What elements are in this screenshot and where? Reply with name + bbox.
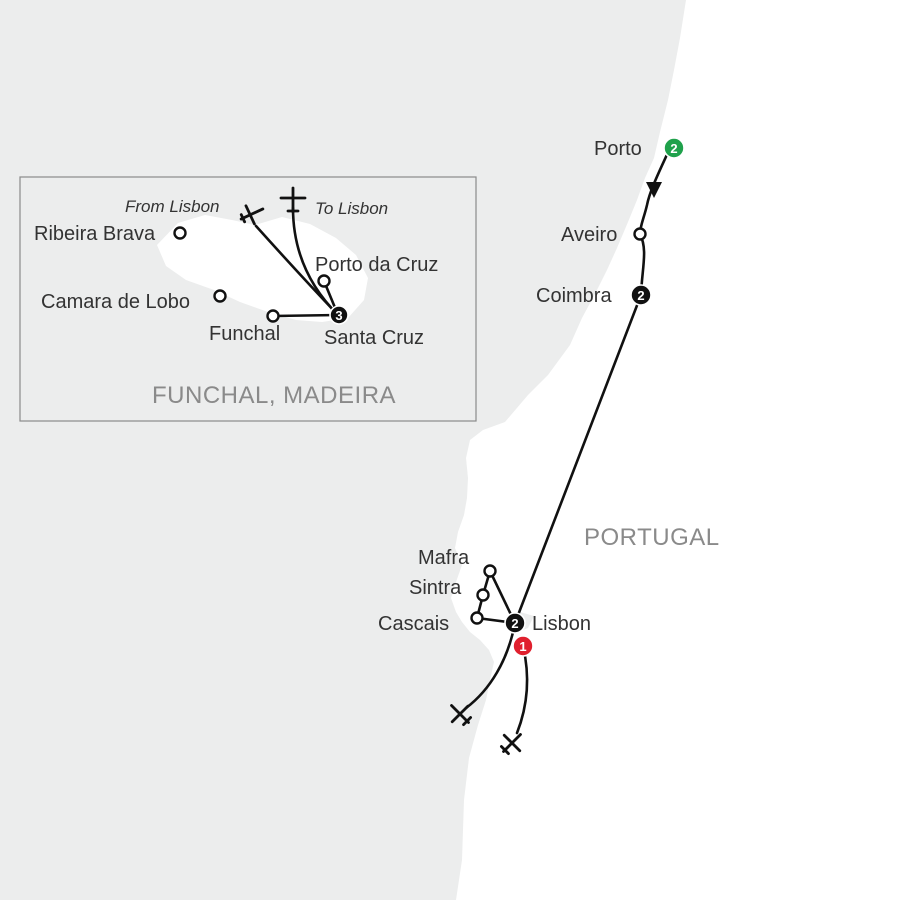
stop-marker-funchal bbox=[266, 309, 280, 323]
city-label-ribeira-brava: Ribeira Brava bbox=[34, 223, 156, 245]
country-label: PORTUGAL bbox=[584, 524, 720, 551]
city-label-funchal: Funchal bbox=[209, 323, 280, 345]
city-label-coimbra: Coimbra bbox=[536, 285, 612, 307]
airplane-icon bbox=[499, 733, 522, 756]
start-badge: 1 bbox=[512, 635, 534, 657]
city-label-porto: Porto bbox=[594, 138, 642, 160]
route-lisbon-flight-out bbox=[464, 621, 517, 710]
direction-arrow-icon bbox=[646, 182, 662, 198]
city-label-cascais: Cascais bbox=[378, 613, 449, 635]
night-badge-coimbra: 2 bbox=[630, 284, 652, 306]
stop-marker-cascais bbox=[470, 611, 484, 625]
city-label-porto-da-cruz: Porto da Cruz bbox=[315, 254, 438, 276]
badge-number: 2 bbox=[511, 616, 518, 631]
airplane-icon bbox=[450, 704, 473, 727]
stop-marker-aveiro bbox=[633, 227, 647, 241]
flight-from-label: From Lisbon bbox=[125, 197, 219, 216]
stop-marker-sintra bbox=[476, 588, 490, 602]
stop-marker-camara-de-lobo bbox=[213, 289, 227, 303]
border-inland bbox=[611, 534, 641, 900]
end-badge-porto: 2 bbox=[663, 137, 685, 159]
route-coimbra-lisbon bbox=[513, 293, 643, 625]
inset-title: FUNCHAL, MADEIRA bbox=[152, 382, 396, 409]
stop-marker-mafra bbox=[483, 564, 497, 578]
flight-to-label: To Lisbon bbox=[315, 199, 388, 218]
border-spain bbox=[769, 0, 900, 236]
night-badge-lisbon: 2 bbox=[504, 612, 526, 634]
inset-route-funchal bbox=[271, 313, 340, 318]
city-label-santa-cruz: Santa Cruz bbox=[324, 327, 424, 349]
badge-number: 3 bbox=[335, 308, 342, 323]
badge-number: 1 bbox=[519, 639, 526, 654]
city-label-mafra: Mafra bbox=[418, 547, 470, 569]
badge-number: 2 bbox=[637, 288, 644, 303]
route-porto-aveiro bbox=[638, 146, 672, 236]
stop-marker-porto-da-cruz bbox=[317, 274, 331, 288]
madeira-island bbox=[157, 215, 368, 322]
border-spain-lower bbox=[717, 237, 900, 900]
stop-marker-ribeira-brava bbox=[173, 226, 187, 240]
city-label-lisbon: Lisbon bbox=[532, 613, 591, 635]
city-label-aveiro: Aveiro bbox=[561, 224, 617, 246]
mainland-land bbox=[451, 0, 900, 900]
city-label-sintra: Sintra bbox=[409, 577, 462, 599]
inset-route-to-lisbon bbox=[291, 206, 340, 317]
city-label-camara-de-lobo: Camara de Lobo bbox=[41, 291, 190, 313]
airplane-icon bbox=[239, 204, 265, 226]
night-badge-santa-cruz: 3 bbox=[329, 305, 349, 325]
airplane-icon bbox=[279, 186, 307, 214]
badge-number: 2 bbox=[670, 141, 677, 156]
